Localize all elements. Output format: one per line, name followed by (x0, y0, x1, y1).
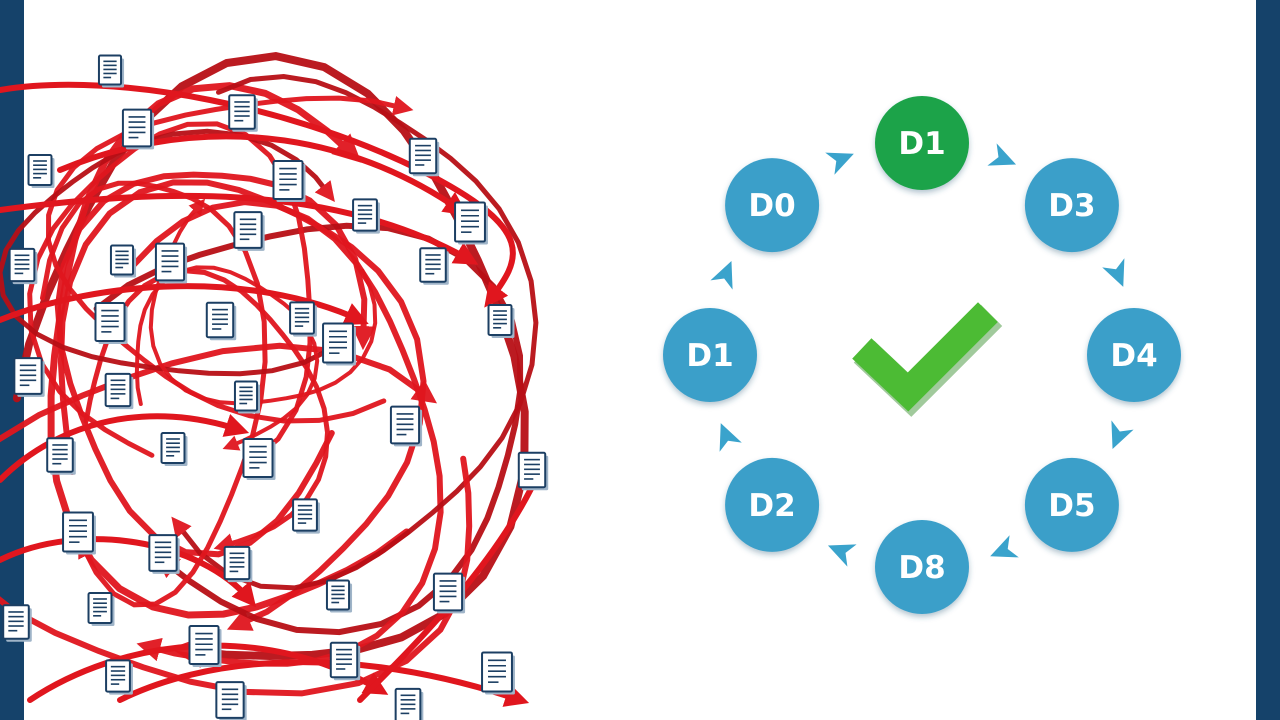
cycle-arrowhead (1111, 420, 1134, 450)
red-arrow (57, 133, 468, 216)
node-circle (875, 96, 969, 190)
document-icon (325, 579, 353, 613)
node-circle (725, 457, 820, 552)
node-label: D3 (1048, 188, 1095, 224)
node-label: D5 (1048, 488, 1095, 524)
node-label: D8 (898, 550, 945, 586)
document-icon (46, 437, 76, 475)
cycle-node-top-left: D0 (725, 158, 820, 253)
document-icon (352, 198, 380, 234)
document-icon (394, 687, 424, 720)
document-icon (105, 659, 133, 695)
red-arrow (0, 413, 250, 483)
document-icon (223, 545, 253, 583)
cycle-node-bottom-right: D5 (1024, 457, 1119, 552)
document-icon (481, 651, 515, 695)
document-icon (109, 244, 137, 278)
document-icon (228, 94, 258, 132)
document-icon (454, 201, 488, 245)
cycle-arrows (710, 143, 1134, 567)
cycle-node-top-right: D3 (1024, 158, 1119, 253)
node-circle (875, 520, 969, 614)
cycle-arrowhead (710, 260, 733, 290)
node-label: D2 (748, 488, 795, 524)
document-icon (292, 498, 320, 534)
cycle-node-right: D4 (1087, 308, 1181, 402)
document-icon (408, 137, 440, 177)
document-icon (62, 511, 96, 555)
document-icon (154, 242, 188, 284)
node-label: D1 (898, 126, 945, 162)
cycle-node-top: D1 (875, 96, 969, 190)
cycle-node-bottom-left: D2 (725, 457, 820, 552)
node-circle (725, 158, 820, 253)
document-icon (2, 604, 32, 642)
node-circle (663, 308, 757, 402)
cycle-arrowhead (825, 152, 854, 175)
document-icon (487, 303, 515, 339)
document-icon (419, 247, 449, 285)
document-icon (27, 153, 55, 189)
document-icon (289, 301, 317, 337)
document-icon (188, 625, 222, 667)
document-icon (13, 357, 45, 397)
document-icon (242, 438, 276, 480)
right-frame-border (1256, 0, 1280, 720)
cycle-node-bottom: D8 (875, 520, 969, 614)
document-icon (432, 572, 466, 614)
node-circle (1087, 308, 1181, 402)
document-icon (148, 534, 180, 574)
document-icon (233, 380, 261, 414)
red-arrow (0, 192, 479, 265)
document-icon (517, 451, 549, 491)
document-icon (87, 591, 115, 627)
node-label: D1 (686, 338, 733, 374)
document-icon (233, 211, 265, 251)
document-cluster (2, 54, 549, 720)
node-label: D0 (748, 188, 795, 224)
red-arrow (40, 180, 268, 608)
cycle-arrowhead (990, 535, 1019, 558)
document-icon (215, 681, 247, 720)
cycle-arrowhead (987, 143, 1017, 166)
document-icon (104, 372, 134, 410)
document-icon (160, 431, 188, 467)
document-icon (272, 160, 306, 202)
document-icon (389, 405, 423, 447)
chaotic-document-flow (0, 52, 549, 720)
document-icon (121, 108, 155, 150)
node-circle (1024, 457, 1119, 552)
cycle-arrowhead (1102, 258, 1125, 287)
document-icon (329, 641, 361, 681)
red-arrow (47, 82, 411, 619)
node-label: D4 (1110, 338, 1157, 374)
red-arrow (117, 659, 530, 707)
cycle-arrowhead (719, 423, 742, 452)
document-icon (8, 247, 38, 285)
red-arrow (0, 128, 335, 377)
document-icon (97, 54, 125, 88)
cycle-node-left: D1 (663, 308, 757, 402)
red-arrow (134, 265, 320, 451)
checkmark-icon (852, 302, 1003, 417)
node-circle (1024, 158, 1119, 253)
document-icon (205, 301, 237, 341)
cycle-arrowhead (827, 544, 857, 567)
document-icon (94, 302, 128, 344)
document-icon (322, 322, 356, 366)
